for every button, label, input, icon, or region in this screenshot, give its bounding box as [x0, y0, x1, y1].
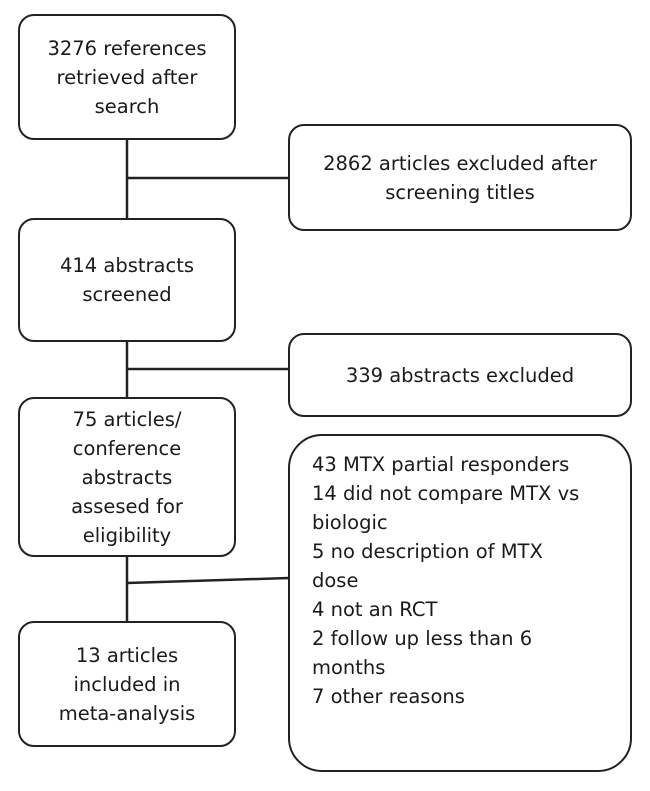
exclusion-reasons-box: 43 MTX partial responders 14 did not com… — [288, 434, 632, 772]
box-line: conference — [72, 436, 182, 460]
records-retrieved-text: 3276 references retrieved after search — [47, 34, 206, 121]
connector-branch-exclusion-reasons — [126, 576, 290, 585]
box-line: retrieved after — [56, 65, 198, 89]
box-line: meta-analysis — [58, 701, 196, 725]
reason-line: 5 no description of MTX — [312, 540, 543, 563]
abstracts-excluded-box: 339 abstracts excluded — [288, 333, 632, 417]
reason-line: 14 did not compare MTX vs — [312, 482, 580, 505]
exclusion-reasons-text: 43 MTX partial responders 14 did not com… — [312, 450, 579, 711]
box-line: screening titles — [385, 180, 535, 204]
records-retrieved-box: 3276 references retrieved after search — [18, 14, 236, 140]
excluded-titles-text: 2862 articles excluded after screening t… — [323, 149, 597, 207]
box-line: included in — [73, 672, 181, 696]
reason-line: 7 other reasons — [312, 685, 465, 708]
reason-line: 43 MTX partial responders — [312, 453, 570, 476]
reason-line: 2 follow up less than 6 — [312, 627, 533, 650]
reason-line: biologic — [312, 511, 388, 534]
abstracts-excluded-text: 339 abstracts excluded — [346, 361, 574, 390]
box-line: search — [94, 94, 160, 118]
abstracts-screened-box: 414 abstracts screened — [18, 218, 236, 342]
box-line: eligibility — [82, 523, 172, 547]
box-line: 75 articles/ — [72, 407, 182, 431]
box-line: screened — [82, 283, 172, 306]
eligibility-text: 75 articles/ conference abstracts assese… — [71, 405, 183, 550]
included-box: 13 articles included in meta-analysis — [18, 621, 236, 747]
box-line: assesed for — [71, 494, 183, 518]
reason-line: dose — [312, 569, 359, 592]
abstracts-screened-text: 414 abstracts screened — [60, 251, 194, 309]
box-line: 414 abstracts — [59, 254, 195, 277]
box-line: 3276 references — [47, 36, 207, 60]
box-line: 2862 articles excluded after — [323, 151, 597, 175]
included-text: 13 articles included in meta-analysis — [59, 641, 196, 728]
eligibility-box: 75 articles/ conference abstracts assese… — [18, 397, 236, 557]
excluded-titles-box: 2862 articles excluded after screening t… — [288, 124, 632, 231]
reason-line: 4 not an RCT — [312, 598, 438, 621]
box-line: 339 abstracts excluded — [345, 363, 575, 387]
box-line: 13 articles — [75, 643, 179, 667]
box-line: abstracts — [81, 465, 173, 489]
reason-line: months — [312, 656, 386, 679]
